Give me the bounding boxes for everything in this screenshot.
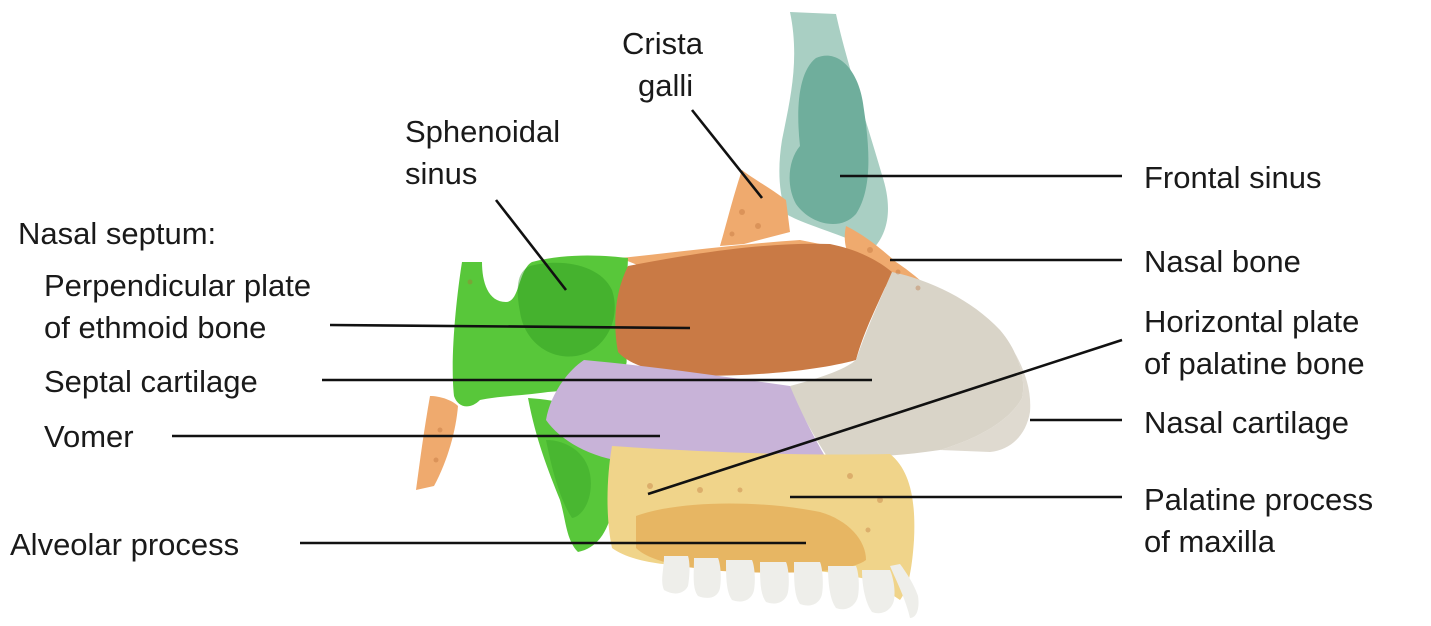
label-horizontal-plate: Horizontal plate of palatine bone bbox=[1144, 304, 1368, 381]
label-alveolar-process: Alveolar process bbox=[10, 527, 239, 562]
label-sphenoidal-sinus: Sphenoidal sinus bbox=[405, 114, 569, 191]
label-vomer: Vomer bbox=[44, 419, 134, 454]
perpendicular-plate bbox=[615, 244, 892, 376]
label-perpendicular-plate: Perpendicular plate of ethmoid bone bbox=[44, 268, 320, 345]
label-nasal-septum-heading: Nasal septum: bbox=[18, 216, 216, 251]
label-palatine-process: Palatine process of maxilla bbox=[1144, 482, 1382, 559]
label-septal-cartilage: Septal cartilage bbox=[44, 364, 258, 399]
vomer bbox=[546, 360, 826, 462]
label-nasal-cartilage: Nasal cartilage bbox=[1144, 405, 1349, 440]
basisphenoid bbox=[416, 396, 458, 490]
anatomy-illustration bbox=[416, 12, 1030, 618]
label-frontal-sinus: Frontal sinus bbox=[1144, 160, 1321, 195]
label-crista-galli: Crista galli bbox=[622, 26, 712, 103]
leader-crista-galli bbox=[692, 110, 762, 198]
label-nasal-bone: Nasal bone bbox=[1144, 244, 1301, 279]
